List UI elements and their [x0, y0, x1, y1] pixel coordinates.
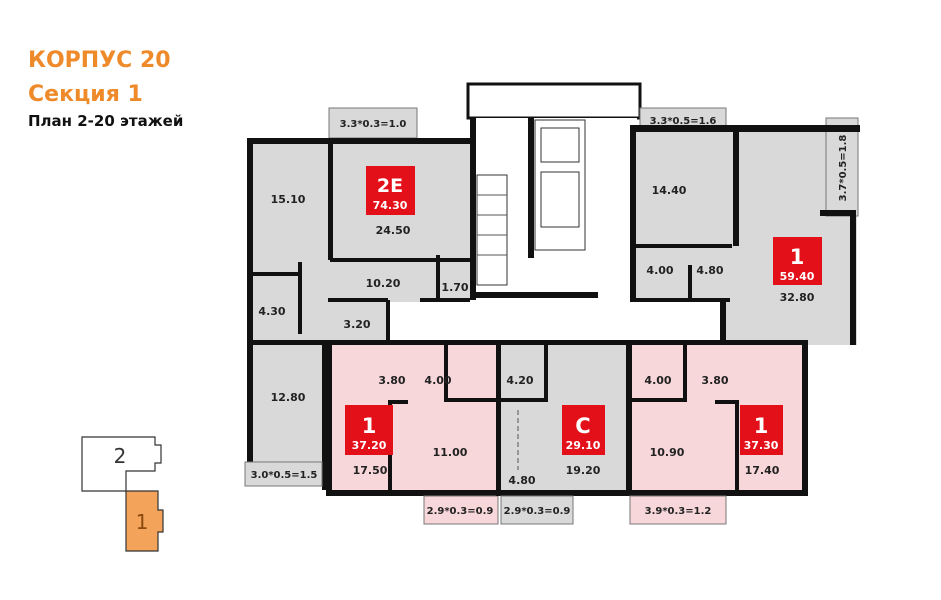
room-area: 4.80 — [696, 264, 723, 277]
balcony-area: 2.9*0.3=0.9 — [504, 506, 571, 517]
apartment-badge — [345, 405, 393, 455]
room-area: 1.70 — [441, 281, 468, 294]
room-area: 3.20 — [343, 318, 370, 331]
apartment-area: 37.30 — [744, 439, 779, 452]
apartment-type: C — [575, 414, 590, 438]
room-area: 4.20 — [506, 374, 533, 387]
room-area: 11.00 — [433, 446, 468, 459]
room-area: 4.00 — [424, 374, 451, 387]
apartment-type: 1 — [362, 414, 377, 438]
room-area: 3.80 — [378, 374, 405, 387]
minimap-label: 2 — [114, 444, 127, 468]
room-area: 3.80 — [701, 374, 728, 387]
balcony-area: 3.7*0.5=1.8 — [838, 135, 849, 202]
building-title: КОРПУС 20 — [28, 48, 171, 73]
room-area: 19.20 — [566, 464, 601, 477]
room-area: 4.30 — [258, 305, 285, 318]
apartment-badge — [773, 237, 822, 285]
balcony-area: 3.3*0.5=1.6 — [650, 116, 717, 127]
apartment-1-59[interactable]: 3.3*0.5=1.6 3.7*0.5=1.8 1 59.40 14.40 4.… — [630, 107, 860, 345]
apartment-badge — [562, 405, 605, 455]
apartment-area: 59.40 — [780, 270, 815, 283]
apartment-c[interactable]: C 29.10 4.20 19.20 4.80 2.9*0.3=0.9 — [496, 345, 632, 525]
minimap-section-2[interactable] — [81, 436, 162, 492]
room-area: 4.80 — [508, 474, 535, 487]
apartment-type: 1 — [754, 414, 769, 438]
room-area: 17.50 — [353, 464, 388, 477]
balcony-area: 2.9*0.3=0.9 — [427, 506, 494, 517]
room-area: 4.00 — [646, 264, 673, 277]
section-title: Секция 1 — [28, 82, 143, 107]
section-minimap: 2 1 — [81, 436, 164, 552]
apartment-badge — [740, 405, 783, 455]
apartment-badge — [366, 166, 415, 215]
room-area: 4.00 — [644, 374, 671, 387]
room-area: 14.40 — [652, 184, 687, 197]
balcony-area: 3.9*0.3=1.2 — [645, 506, 712, 517]
minimap-section-1[interactable] — [125, 490, 164, 552]
apartment-area: 37.20 — [352, 439, 387, 452]
apartment-type: 1 — [790, 245, 805, 269]
apartment-type: 2E — [377, 175, 403, 197]
balcony-area: 3.3*0.3=1.0 — [340, 119, 407, 130]
apartment-area: 29.10 — [566, 439, 601, 452]
room-area: 15.10 — [271, 193, 306, 206]
room-area: 12.80 — [271, 391, 306, 404]
room-area: 24.50 — [376, 224, 411, 237]
apartment-1-37-30[interactable]: 1 37.30 4.00 3.80 10.90 17.40 3.9*0.3=1.… — [626, 345, 808, 525]
core — [466, 82, 642, 300]
apartment-1-37-20[interactable]: 1 37.20 3.80 4.00 17.50 11.00 2.9*0.3=0.… — [326, 345, 501, 525]
apartment-area: 74.30 — [373, 199, 408, 212]
room-area: 10.20 — [366, 277, 401, 290]
room-area: 10.90 — [650, 446, 685, 459]
minimap-label: 1 — [136, 510, 149, 534]
corridor — [388, 302, 728, 342]
room-area: 17.40 — [745, 464, 780, 477]
balcony-area: 3.0*0.5=1.5 — [251, 470, 318, 481]
room-area: 32.80 — [780, 291, 815, 304]
plan-subtitle: План 2-20 этажей — [28, 112, 184, 130]
